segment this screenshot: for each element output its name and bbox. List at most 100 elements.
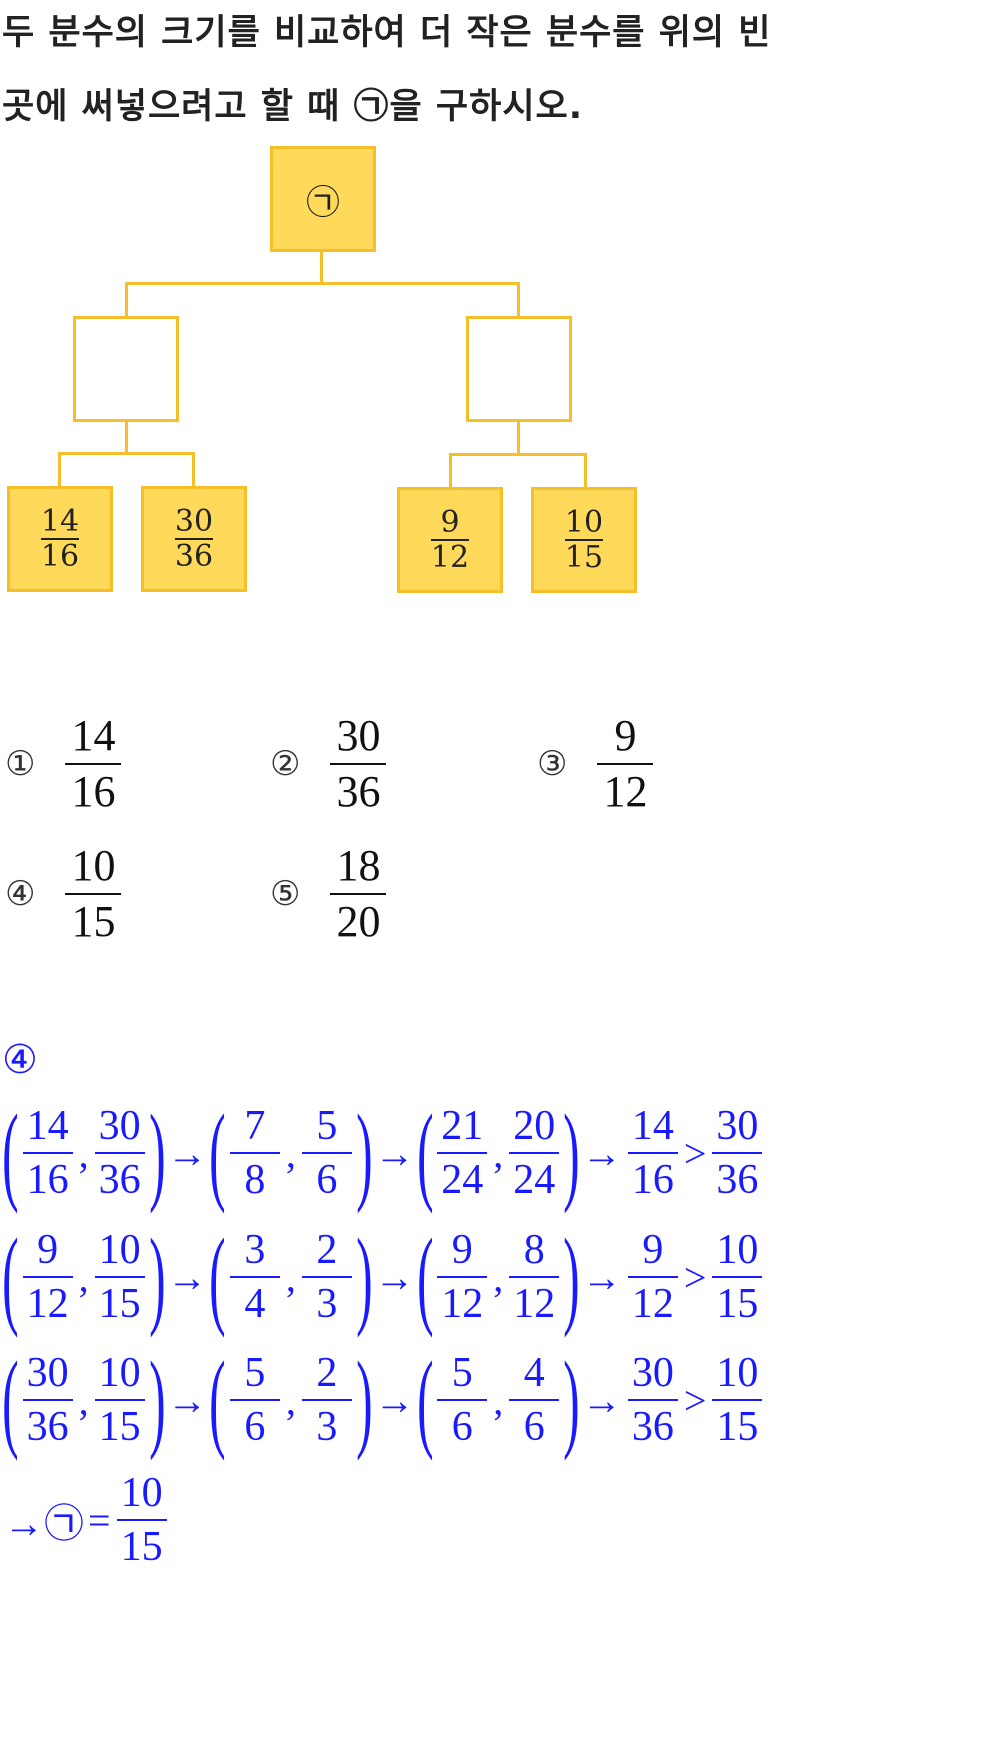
fraction-bar <box>627 1399 678 1401</box>
numerator: 14 <box>631 1102 674 1149</box>
fraction-bar <box>330 893 387 896</box>
fraction-bar <box>116 1519 167 1522</box>
close-paren: ) <box>148 1092 166 1214</box>
open-paren: ( <box>416 1339 434 1461</box>
final-prefix: →㉠ <box>4 1501 84 1547</box>
numerator: 9 <box>37 1226 59 1273</box>
comma: , <box>78 1130 89 1176</box>
arrow-symbol: → <box>581 1377 622 1423</box>
arrow-symbol: → <box>581 1130 622 1176</box>
numerator: 10 <box>71 841 116 890</box>
denominator: 12 <box>26 1281 69 1327</box>
arrow-symbol: → <box>374 1254 415 1300</box>
numerator: 30 <box>174 503 214 539</box>
numerator: 7 <box>244 1102 266 1149</box>
denominator: 15 <box>120 1524 163 1571</box>
numerator: 30 <box>336 711 381 760</box>
denominator: 36 <box>98 1157 141 1203</box>
denominator: 6 <box>451 1404 473 1450</box>
greater-than: > <box>683 1377 707 1423</box>
left-blank-box[interactable] <box>73 316 179 422</box>
top-answer-box: ㉠ <box>270 146 376 252</box>
numerator: 5 <box>451 1349 473 1396</box>
denominator: 15 <box>71 897 116 947</box>
question-line-1: 두 분수의 크기를 비교하여 더 작은 분수를 위의 빈 <box>2 13 772 53</box>
denominator: 12 <box>441 1281 484 1327</box>
numerator: 5 <box>244 1349 266 1396</box>
denominator: 16 <box>71 767 116 817</box>
denominator: 36 <box>716 1157 759 1203</box>
numerator: 30 <box>98 1102 141 1149</box>
fraction-bar <box>65 893 122 896</box>
denominator: 12 <box>513 1281 556 1327</box>
arrow-symbol: → <box>167 1130 208 1176</box>
open-paren: ( <box>209 1339 226 1461</box>
open-paren: ( <box>2 1216 19 1338</box>
fraction-bar <box>437 1276 488 1278</box>
fraction-bar <box>712 1152 763 1154</box>
numerator: 5 <box>316 1102 338 1149</box>
denominator: 6 <box>244 1404 266 1450</box>
numerator: 2 <box>316 1226 338 1273</box>
numerator: 30 <box>631 1349 674 1396</box>
fraction-bar <box>712 1399 763 1401</box>
open-paren: ( <box>209 1216 226 1338</box>
fraction-bar <box>712 1276 763 1278</box>
fraction-bar <box>627 1152 678 1154</box>
numerator: 10 <box>98 1226 141 1273</box>
numerator: 10 <box>120 1470 163 1516</box>
numerator: 8 <box>523 1226 545 1273</box>
fraction-bar <box>22 1399 73 1401</box>
denominator: 6 <box>316 1157 338 1203</box>
denominator: 8 <box>244 1157 266 1203</box>
comma: , <box>78 1377 89 1423</box>
denominator: 36 <box>631 1404 674 1450</box>
denominator: 15 <box>564 540 604 575</box>
solution-answer: ④ <box>2 1037 38 1082</box>
fraction-bar <box>229 1399 280 1401</box>
fraction-bar <box>509 1276 560 1278</box>
denominator: 3 <box>316 1404 338 1450</box>
comma: , <box>493 1130 504 1176</box>
denominator: 4 <box>244 1281 266 1327</box>
arrow-symbol: → <box>167 1377 208 1423</box>
numerator: 10 <box>716 1226 759 1273</box>
equals-sign: = <box>88 1497 111 1543</box>
question-line-2: 곳에 써넣으려고 할 때 ㉠을 구하시오. <box>2 87 584 127</box>
choice-number: ① <box>5 744 36 785</box>
close-paren: ) <box>148 1339 166 1461</box>
numerator: 10 <box>716 1349 759 1396</box>
arrow-symbol: → <box>374 1377 415 1423</box>
right-blank-box[interactable] <box>466 316 572 422</box>
denominator: 24 <box>513 1157 556 1203</box>
